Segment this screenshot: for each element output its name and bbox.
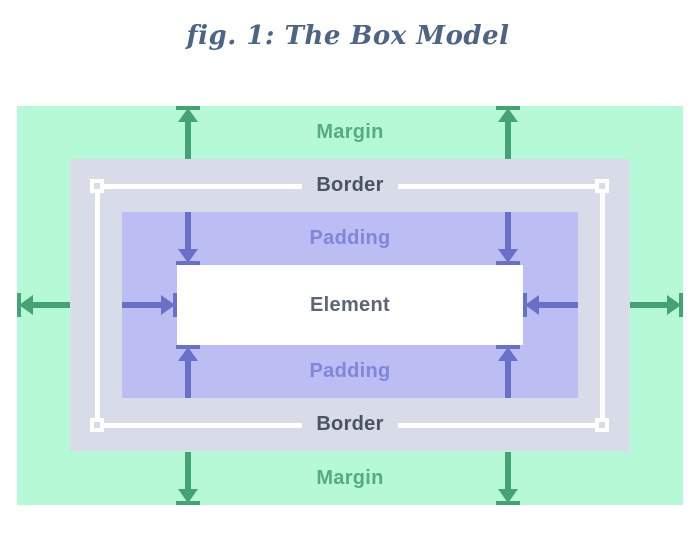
margin-arrow-bottom-right-cap (496, 501, 520, 505)
margin-arrow-right-cap (679, 293, 683, 317)
margin-arrow-right-head (667, 295, 681, 315)
margin-label-top-text: Margin (316, 121, 384, 143)
padding-arrow-right-head (525, 295, 539, 315)
margin-arrow-bottom-left-cap (176, 501, 200, 505)
margin-arrow-top-right (496, 106, 520, 159)
selection-handle-top-left (90, 179, 104, 193)
padding-arrow-top-right-shaft (505, 212, 511, 255)
selection-handle-bottom-right (595, 418, 609, 432)
margin-label-bottom: Margin (17, 465, 683, 491)
box-model-diagram: Margin Border Padding Element Padding Bo… (17, 106, 683, 505)
padding-arrow-top-right-head (498, 249, 518, 263)
margin-arrow-top-left (176, 106, 200, 159)
element-label: Element (17, 292, 683, 318)
margin-arrow-bottom-left-shaft (185, 452, 191, 495)
margin-arrow-right (630, 293, 683, 317)
border-label-top: Border (17, 172, 683, 198)
padding-arrow-bottom-left (176, 345, 200, 398)
padding-label-bottom-text: Padding (309, 360, 391, 382)
padding-arrow-left (122, 293, 177, 317)
padding-arrow-bottom-left-shaft (185, 355, 191, 398)
padding-arrow-right-shaft (533, 302, 578, 308)
margin-arrow-top-left-shaft (185, 116, 191, 159)
selection-handle-bottom-left (90, 418, 104, 432)
padding-arrow-top-left-cap (176, 261, 200, 265)
margin-arrow-top-right-shaft (505, 116, 511, 159)
padding-arrow-left-head (161, 295, 175, 315)
margin-arrow-bottom-left (176, 452, 200, 505)
padding-arrow-right (523, 293, 578, 317)
margin-arrow-bottom-left-head (178, 489, 198, 503)
padding-arrow-bottom-right-head (498, 347, 518, 361)
margin-arrow-left (17, 293, 70, 317)
selection-handle-top-right (595, 179, 609, 193)
border-label-bottom: Border (17, 411, 683, 437)
margin-arrow-top-right-head (498, 108, 518, 122)
margin-arrow-left-head (19, 295, 33, 315)
margin-arrow-right-shaft (630, 302, 673, 308)
margin-arrow-bottom-right-head (498, 489, 518, 503)
margin-arrow-left-shaft (27, 302, 70, 308)
border-label-top-text: Border (302, 172, 398, 198)
padding-arrow-top-right (496, 212, 520, 265)
margin-label-bottom-text: Margin (316, 467, 384, 489)
padding-label-top: Padding (17, 225, 683, 251)
margin-arrow-bottom-right-shaft (505, 452, 511, 495)
element-area (177, 265, 523, 345)
padding-arrow-top-left-shaft (185, 212, 191, 255)
element-label-text: Element (310, 294, 390, 316)
border-label-bottom-text: Border (302, 411, 398, 437)
margin-arrow-bottom-right (496, 452, 520, 505)
padding-label-bottom: Padding (17, 358, 683, 384)
figure-title: fig. 1: The Box Model (186, 21, 510, 51)
padding-arrow-left-shaft (122, 302, 167, 308)
padding-arrow-bottom-right (496, 345, 520, 398)
padding-label-top-text: Padding (309, 227, 391, 249)
padding-arrow-bottom-right-shaft (505, 355, 511, 398)
margin-label-top: Margin (17, 119, 683, 145)
margin-arrow-top-left-head (178, 108, 198, 122)
padding-arrow-left-cap (173, 293, 177, 317)
padding-arrow-top-left (176, 212, 200, 265)
arrows-layer (17, 106, 683, 505)
padding-arrow-top-right-cap (496, 261, 520, 265)
padding-arrow-bottom-left-head (178, 347, 198, 361)
padding-arrow-top-left-head (178, 249, 198, 263)
